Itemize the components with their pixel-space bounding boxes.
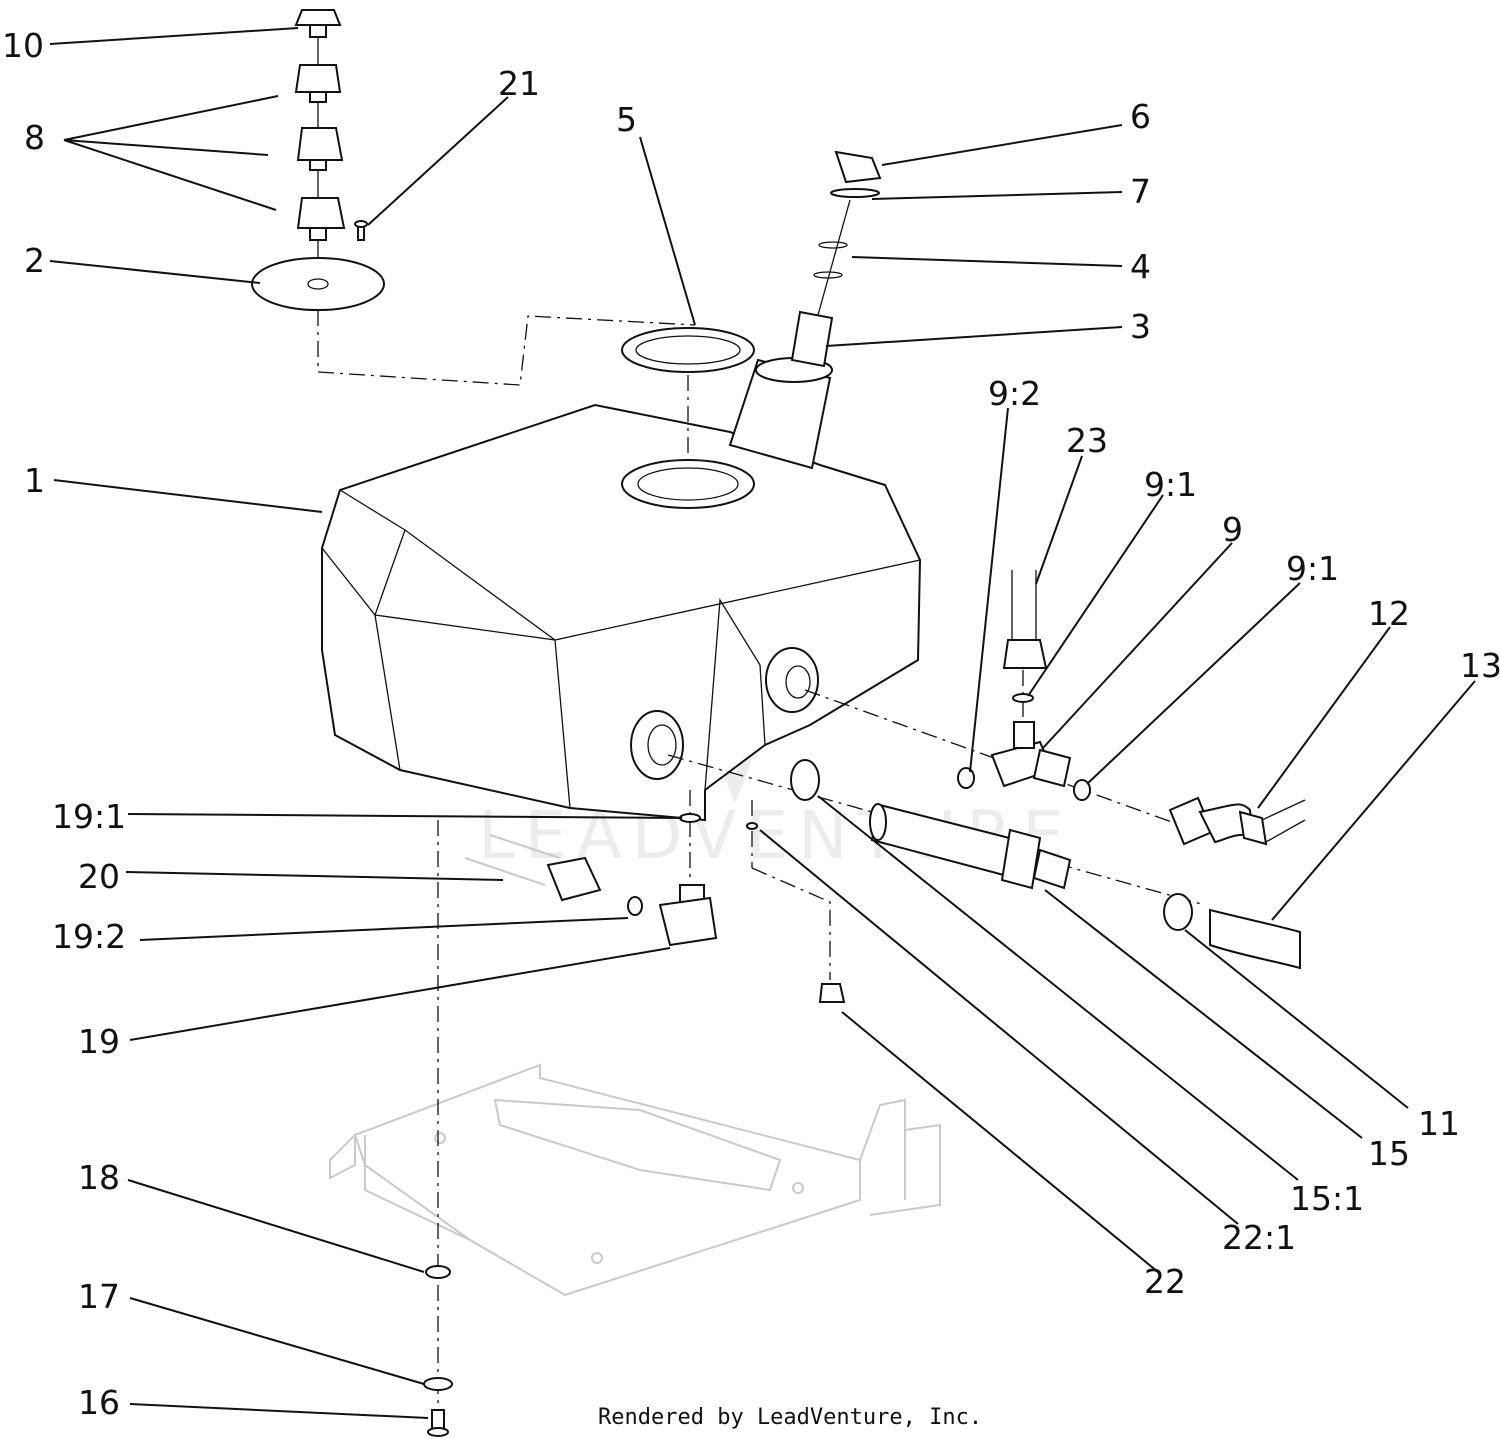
mounting-hardware (423, 1265, 453, 1437)
callout-7: 7 (1130, 172, 1151, 211)
callout-1: 1 (24, 461, 45, 500)
callout-18: 18 (78, 1158, 120, 1197)
suction-filter-assembly (667, 754, 1301, 970)
callout-16: 16 (78, 1383, 120, 1422)
callout-9-1a: 9:1 (1144, 465, 1197, 504)
callout-9-1b: 9:1 (1286, 549, 1339, 588)
callout-22: 22 (1144, 1262, 1186, 1301)
gasket (621, 327, 755, 458)
callout-4: 4 (1130, 247, 1151, 286)
callout-5: 5 (616, 100, 637, 139)
fuel-gauge-stack (251, 9, 696, 386)
callout-9-2: 9:2 (988, 374, 1041, 413)
mounting-bracket (329, 1063, 941, 1297)
callout-22-1: 22:1 (1222, 1218, 1296, 1257)
callout-11: 11 (1418, 1104, 1460, 1143)
callout-15-1: 15:1 (1290, 1179, 1364, 1218)
callout-10: 10 (2, 26, 44, 65)
callout-12: 12 (1368, 594, 1410, 633)
callout-23: 23 (1066, 421, 1108, 460)
callout-21: 21 (498, 64, 540, 103)
lower-left-fittings (437, 790, 718, 1420)
callout-17: 17 (78, 1277, 120, 1316)
render-credit: Rendered by LeadVenture, Inc. (598, 1405, 982, 1430)
callout-13: 13 (1460, 646, 1500, 685)
callout-19-1: 19:1 (52, 797, 126, 836)
callout-6: 6 (1130, 97, 1151, 136)
callout-9: 9 (1222, 510, 1243, 549)
right-fittings (804, 570, 1306, 846)
callout-20: 20 (78, 857, 120, 896)
filler-cap-assembly (790, 150, 882, 368)
drain-plug (746, 800, 846, 1003)
callout-19: 19 (78, 1022, 120, 1061)
callout-8: 8 (24, 118, 45, 157)
callout-3: 3 (1130, 307, 1151, 346)
callout-19-2: 19:2 (52, 917, 126, 956)
fuel-tank (321, 357, 922, 822)
leader-lines (49, 27, 1476, 1419)
callout-15: 15 (1368, 1134, 1410, 1173)
callout-2: 2 (24, 241, 45, 280)
callouts: 10 8 21 2 5 6 7 4 3 1 9:2 23 9:1 9 9:1 1… (2, 26, 1500, 1422)
